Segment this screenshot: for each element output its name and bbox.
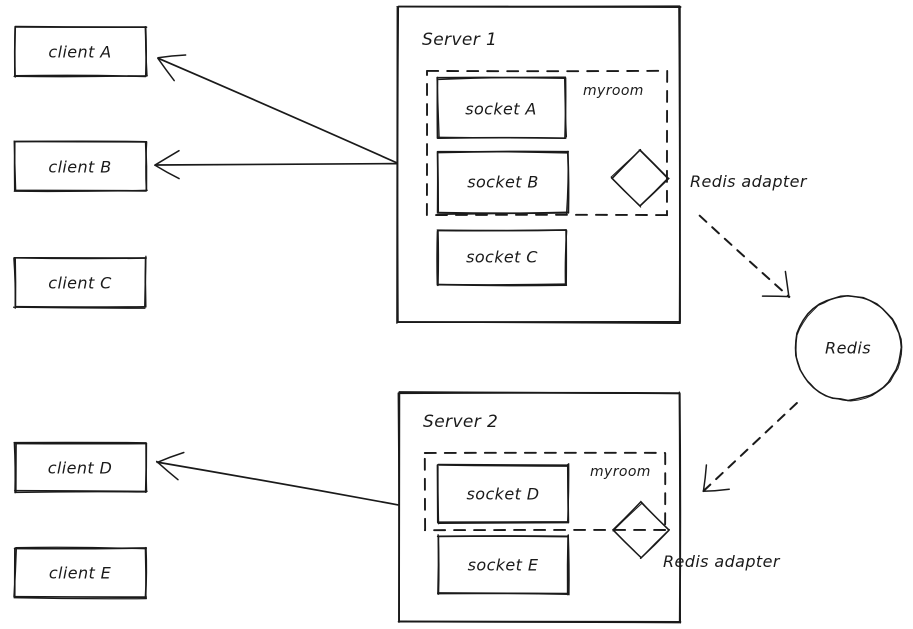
socket-b-box[interactable] [436,150,570,216]
arrow-server1-to-client-a [157,54,398,164]
socket-a-label: socket A [465,99,537,119]
socket-e-box[interactable] [436,534,570,596]
server-1-room-label: myroom [583,83,644,99]
server-2-title: Server 2 [423,412,499,432]
client-b-label: client B [48,157,112,177]
redis-node-circle [794,295,903,402]
server-1-title: Server 1 [422,30,498,50]
arrow-server1-to-client-b [154,149,398,180]
client-e-label: client E [48,563,112,583]
redis-node-label: Redis [825,338,871,358]
client-c-label: client C [48,273,112,293]
client-a-label: client A [48,42,112,62]
server-1-room-box [425,69,669,217]
server-2-room-label: myroom [590,464,651,480]
socket-c-label: socket C [466,247,538,267]
arrow-adapter1-to-redis [698,214,791,299]
arrow-server2-to-client-d [155,451,399,506]
server-2-room-box [423,451,667,532]
socket-a-box[interactable] [436,76,568,140]
arrow-redis-to-adapter2 [702,402,798,493]
server-2-box[interactable] [397,391,682,624]
socket-e-label: socket E [467,555,539,575]
socket-c-box[interactable] [436,228,568,287]
socket-b-label: socket B [467,172,539,192]
client-c-box[interactable] [12,255,147,309]
server-1-box[interactable] [396,5,682,325]
redis-adapter-label-2: Redis adapter [663,552,780,571]
socket-d-box[interactable] [436,463,570,525]
client-b-box[interactable] [13,140,148,193]
adapter-2-diamond [612,500,670,560]
adapter-1-diamond [610,148,670,208]
redis-adapter-label-1: Redis adapter [690,172,807,191]
client-d-label: client D [47,458,113,478]
client-d-box[interactable] [13,441,148,494]
client-e-box[interactable] [13,546,148,600]
socket-d-label: socket D [466,484,540,504]
client-a-box[interactable] [13,25,148,78]
